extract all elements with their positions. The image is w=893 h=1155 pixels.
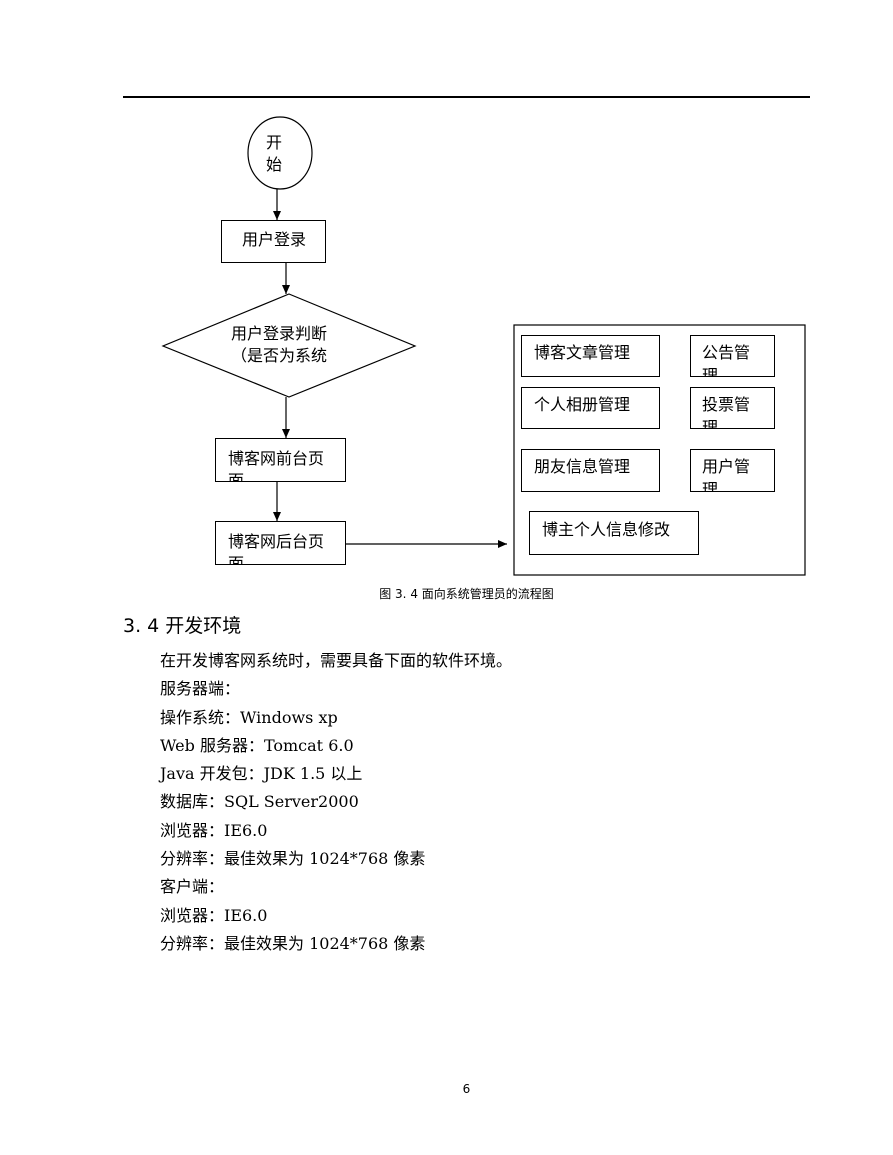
login-box: 用户登录 [221,220,326,263]
figure-caption: 图 3. 4 面向系统管理员的流程图 [379,587,554,601]
body-line-1: 在开发博客网系统时，需要具备下面的软件环境。 [160,651,513,670]
module-friends-box: 朋友信息管理 [521,449,660,492]
backend-label: 博客网后台页 [228,532,325,551]
module-friends-label: 朋友信息管理 [534,457,631,476]
module-notice-label-cut: 理 [702,366,719,377]
body-line-11: 分辨率：最佳效果为 1024*768 像素 [160,934,426,953]
body-line-3: 操作系统：Windows xp [160,708,338,727]
backend-box: 博客网后台页 面 [215,521,346,565]
start-node-line-1: 开 [266,133,283,152]
module-vote-label: 投票管 [702,395,751,414]
body-line-8: 分辨率：最佳效果为 1024*768 像素 [160,849,426,868]
frontend-label: 博客网前台页 [228,449,325,468]
start-node-shape [247,116,313,190]
frontend-label-cut: 面 [228,471,245,482]
body-line-10: 浏览器：IE6.0 [160,906,268,925]
decision-node-shape [161,293,417,398]
section-heading: 3. 4 开发环境 [123,615,242,637]
decision-line-1: 用户登录判断 [231,324,328,343]
backend-label-cut: 面 [228,554,245,565]
body-line-9: 客户端： [160,877,225,896]
page-number: 6 [462,1082,471,1096]
module-user-label: 用户管 [702,457,751,476]
module-profile-box: 博主个人信息修改 [529,511,699,555]
module-vote-label-cut: 理 [702,418,719,429]
body-line-6: 数据库：SQL Server2000 [160,792,359,811]
module-article-label: 博客文章管理 [534,343,631,362]
start-node-line-2: 始 [266,155,283,174]
frontend-box: 博客网前台页 面 [215,438,346,482]
module-user-label-cut: 理 [702,480,719,492]
decision-line-2: （是否为系统 [231,346,328,365]
header-rule [123,96,810,98]
module-profile-label: 博主个人信息修改 [542,520,671,539]
body-line-5: Java 开发包：JDK 1.5 以上 [160,764,363,783]
modules-container-shape [513,324,806,576]
body-line-7: 浏览器：IE6.0 [160,821,268,840]
module-album-label: 个人相册管理 [534,395,631,414]
module-album-box: 个人相册管理 [521,387,660,429]
module-vote-box: 投票管 理 [690,387,775,429]
body-line-2: 服务器端： [160,679,241,698]
module-article-box: 博客文章管理 [521,335,660,377]
login-label: 用户登录 [242,230,307,249]
module-user-box: 用户管 理 [690,449,775,492]
flowchart-connectors [161,116,806,576]
module-notice-box: 公告管 理 [690,335,775,377]
body-line-4: Web 服务器：Tomcat 6.0 [160,736,354,755]
module-notice-label: 公告管 [702,343,751,362]
